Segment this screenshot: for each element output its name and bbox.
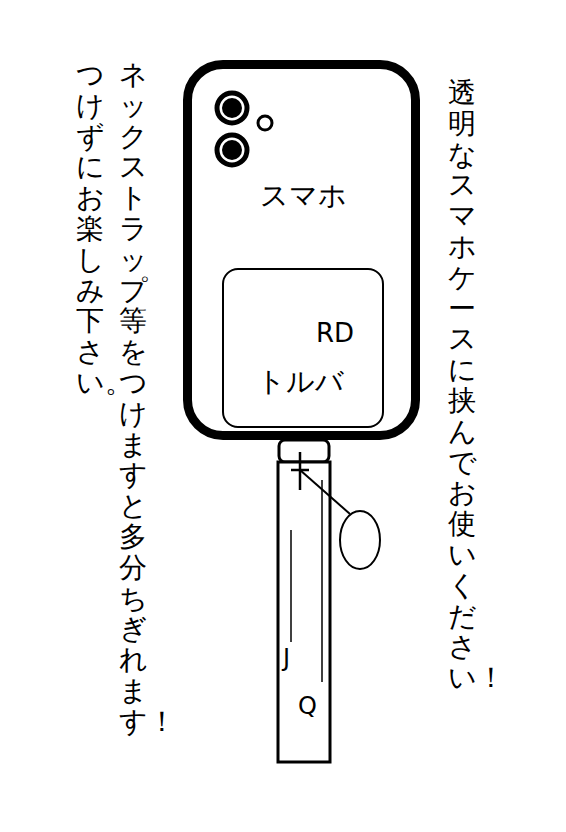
camera-lens-core [222,140,242,160]
holder-card: RD トルバ [222,268,384,428]
strap-seam [321,480,323,682]
product-name: トルバ [257,363,344,401]
ring-cord [300,470,350,514]
camera-lens-core [222,98,242,118]
usage-note: 透明なスマホケースに挟んでお使いください！ [448,78,476,694]
phone-outline: スマホ RD トルバ [183,60,420,440]
warning-note: つけずにお楽しみ下さい。 [76,60,104,399]
warning-note: ネックストラップ等をつけますと多分ちぎれます！ [119,60,147,738]
camera-lens [217,93,247,123]
strap [278,462,330,762]
strap-letter: Q [298,692,317,720]
product-code: RD [316,318,354,348]
camera-lens [217,135,247,165]
phone-label: スマホ [260,177,347,215]
strap-seam [290,530,292,642]
ring [340,511,380,569]
strap-tab [279,440,329,462]
camera-flash [258,116,272,130]
strap-letter: J [283,644,290,672]
